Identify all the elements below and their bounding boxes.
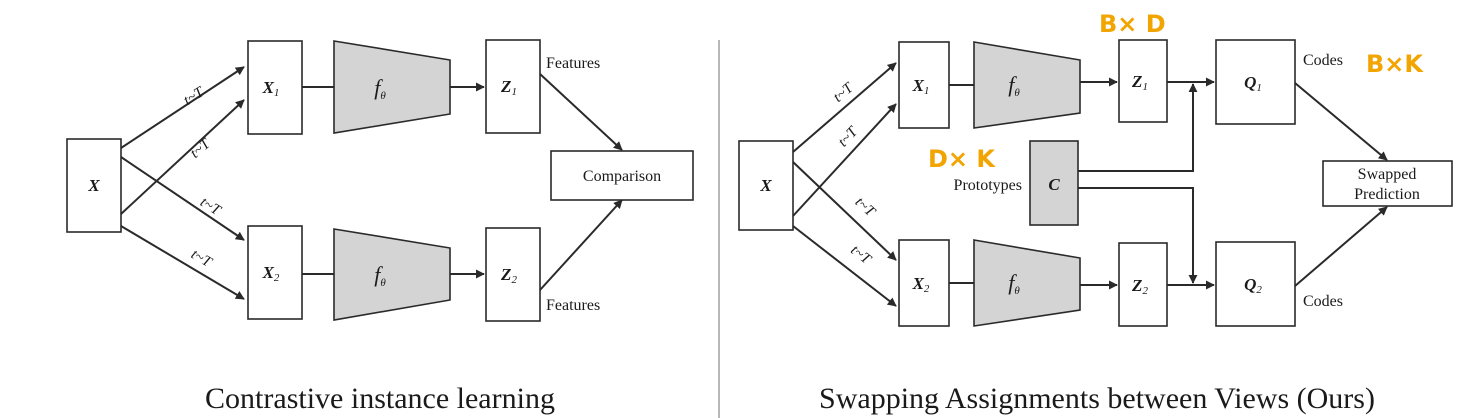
left-view-1-label: X1 — [262, 78, 280, 99]
right-aug-label-1: t~T — [830, 79, 857, 106]
right-code-1-label: Q1 — [1244, 73, 1262, 94]
right-edge-q1-swapped — [1294, 82, 1388, 161]
left-encoder-2-label: fθ — [374, 262, 386, 289]
right-feature-2-label: Z2 — [1131, 276, 1148, 297]
left-view-1-box — [247, 40, 303, 135]
right-view-2-label: X2 — [912, 274, 930, 295]
right-aug-label-4: t~T — [847, 242, 874, 268]
prototypes-box — [1029, 140, 1079, 226]
right-code-2-box — [1215, 241, 1296, 327]
left-view-2-label: X2 — [262, 263, 280, 284]
right-feature-1-label: Z1 — [1131, 72, 1148, 93]
left-view-2-box — [247, 225, 303, 320]
right-codes-label-bottom: Codes — [1303, 293, 1343, 310]
left-encoder-2 — [333, 228, 451, 321]
right-input-box — [738, 140, 794, 231]
left-features-label-bottom: Features — [546, 297, 600, 314]
left-edge-z1-comparison — [539, 73, 623, 151]
right-aug-label-3: t~T — [852, 194, 879, 221]
right-diagram: X t~T t~T t~T t~T X1 X2 fθ fθ Z1 Z2 — [738, 39, 1453, 327]
annotation-bk: B×K — [1366, 50, 1424, 78]
swapped-prediction-box — [1322, 160, 1453, 207]
left-diagram: X t~T t~T t~T t~T X1 X2 fθ fθ Z1 Z2 Feat… — [66, 39, 694, 322]
right-view-2-box — [898, 239, 950, 327]
right-edge-x-x1 — [792, 62, 897, 153]
right-view-1-box — [898, 41, 950, 129]
left-encoder-1 — [333, 40, 451, 134]
right-encoder-1-label: fθ — [1008, 72, 1020, 99]
right-view-1-label: X1 — [912, 76, 930, 97]
right-edge-q2-swapped — [1294, 206, 1388, 287]
left-feature-1-box — [485, 39, 541, 134]
left-edge-z2-comparison — [539, 199, 623, 291]
right-encoder-2-label: fθ — [1008, 270, 1020, 297]
left-edge-x-x1-cross — [120, 99, 245, 215]
swapped-prediction-label-line2: Prediction — [1354, 186, 1420, 203]
right-input-label: X — [759, 176, 772, 195]
right-code-1-box — [1215, 39, 1296, 125]
left-feature-1-label: Z1 — [500, 77, 517, 98]
right-codes-label-top: Codes — [1303, 52, 1343, 69]
left-edge-x-x2 — [120, 225, 245, 300]
right-feature-2-box — [1118, 242, 1168, 327]
left-edge-x-x1 — [120, 66, 245, 149]
right-edge-x-x2 — [792, 225, 897, 307]
right-edge-x-x2-cross — [792, 161, 897, 261]
left-edge-x-x2-cross — [120, 156, 245, 241]
left-aug-label-2: t~T — [187, 135, 214, 162]
annotation-dk: D× K — [928, 145, 996, 173]
prototypes-symbol: C — [1048, 175, 1060, 194]
caption-right: Swapping Assignments between Views (Ours… — [819, 382, 1375, 415]
annotation-bd: B× D — [1099, 10, 1166, 38]
prototypes-label: Prototypes — [954, 177, 1022, 194]
left-feature-2-box — [485, 227, 541, 322]
comparison-box — [550, 150, 694, 201]
right-code-2-label: Q2 — [1244, 275, 1262, 296]
right-edge-c-q1 — [1078, 83, 1198, 172]
comparison-label: Comparison — [583, 168, 661, 185]
left-input-box — [66, 138, 122, 233]
caption-left: Contrastive instance learning — [205, 382, 555, 415]
left-encoder-1-label: fθ — [374, 75, 386, 102]
right-edge-x-x1-cross — [792, 103, 897, 217]
swapped-prediction-label-line1: Swapped — [1358, 166, 1417, 183]
left-aug-label-3: t~T — [197, 194, 224, 219]
left-input-label: X — [87, 176, 100, 195]
left-feature-2-label: Z2 — [500, 265, 517, 286]
right-feature-1-box — [1118, 39, 1168, 123]
right-edge-c-q2 — [1078, 187, 1198, 284]
right-encoder-2 — [973, 239, 1081, 327]
left-features-label-top: Features — [546, 55, 600, 72]
right-encoder-1 — [973, 41, 1081, 129]
